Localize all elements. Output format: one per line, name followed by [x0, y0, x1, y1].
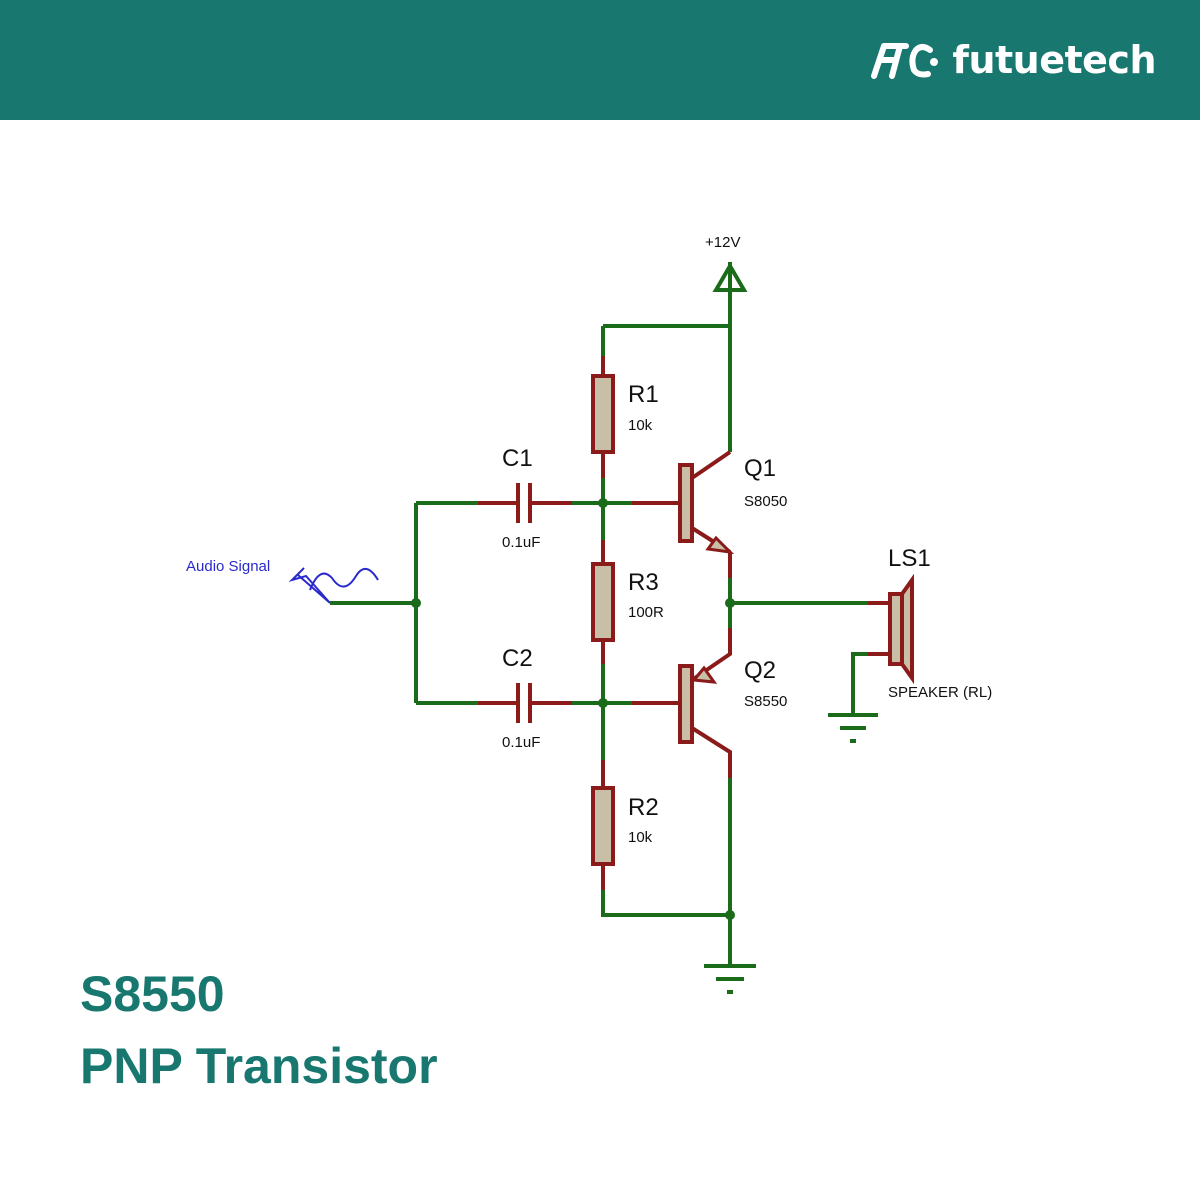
q2-value: S8550	[744, 693, 787, 710]
wire-speaker-ground	[851, 652, 868, 715]
c1-lead-left	[478, 483, 572, 523]
c1-value: 0.1uF	[502, 534, 540, 551]
speaker-ground-symbol	[828, 713, 878, 743]
r3-ref: R3	[628, 569, 659, 596]
speaker-cone	[900, 573, 914, 685]
r3-body	[591, 562, 615, 642]
caption-part-type: PNP Transistor	[80, 1038, 438, 1094]
ground-symbol	[704, 964, 756, 994]
q1-ref: Q1	[744, 455, 776, 482]
ls1-ref: LS1	[888, 545, 931, 572]
q2-ref: Q2	[744, 657, 776, 684]
c2-value: 0.1uF	[502, 734, 540, 751]
r2-body	[591, 786, 615, 866]
supply-arrow	[712, 262, 748, 296]
ls1-value: SPEAKER (RL)	[888, 684, 992, 701]
q1-value: S8050	[744, 493, 787, 510]
signal-source-icon	[288, 567, 379, 604]
wire-top-rail	[603, 296, 732, 328]
q1-emitter-arrow	[705, 535, 735, 555]
q2-emitter-arrow	[691, 665, 718, 684]
q2-body	[678, 664, 694, 744]
q1-collector-lead	[690, 450, 732, 480]
c1-ref: C1	[502, 445, 533, 472]
brand[interactable]: futuetech	[870, 36, 1156, 84]
brand-logo	[871, 43, 939, 79]
q2-emitter-lead	[690, 628, 732, 682]
caption: S8550 PNP Transistor	[80, 958, 438, 1102]
r3-value: 100R	[628, 604, 664, 621]
q1-body	[678, 463, 694, 543]
brand-name: futuetech	[952, 38, 1156, 82]
r1-value: 10k	[628, 417, 653, 434]
r1-ref: R1	[628, 381, 659, 408]
supply-label: +12V	[705, 234, 740, 251]
c2-ref: C2	[502, 645, 533, 672]
input-label: Audio Signal	[186, 558, 270, 575]
r1-body	[591, 374, 615, 454]
q2-collector-lead	[690, 726, 732, 778]
caption-part-number: S8550	[80, 966, 225, 1022]
r2-ref: R2	[628, 794, 659, 821]
header-bar: futuetech	[0, 0, 1200, 120]
c2-lead	[478, 683, 572, 723]
wire-bottom-rail	[601, 890, 730, 917]
r2-value: 10k	[628, 829, 653, 846]
circuit-schematic: +12V R1 10k Q1 S8050 C1 0.1uF R3 100R LS…	[186, 234, 992, 994]
